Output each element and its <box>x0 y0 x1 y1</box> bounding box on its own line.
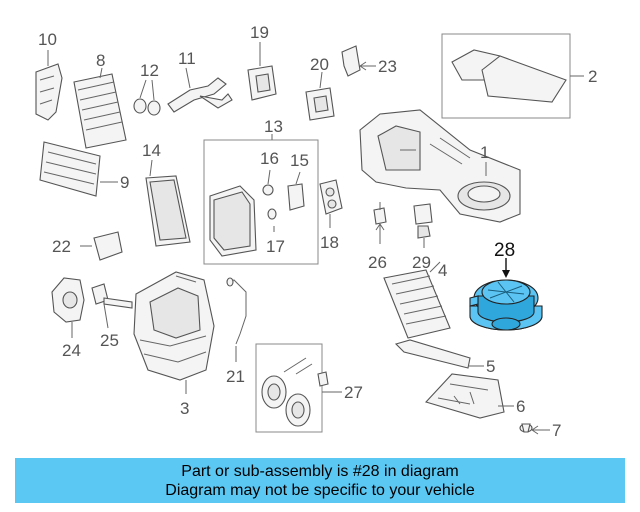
part-29-actuator <box>413 203 433 248</box>
part-25-sensor <box>91 283 133 329</box>
callout-28: 28 <box>494 240 515 261</box>
callout-7: 7 <box>552 421 561 440</box>
part-18-sensor <box>319 179 343 228</box>
callout-6: 6 <box>516 397 525 416</box>
callout-14: 14 <box>142 141 161 160</box>
callout-2: 2 <box>588 67 597 86</box>
part-11-tube <box>167 67 233 113</box>
part-22-resistor <box>80 231 123 261</box>
callout-21: 21 <box>226 367 245 386</box>
banner-line-1: Part or sub-assembly is #28 in diagram <box>181 463 459 480</box>
callout-3: 3 <box>180 399 189 418</box>
callout-9: 9 <box>120 173 129 192</box>
part-6-bracket-plate <box>424 373 514 419</box>
part-21-wire <box>226 277 247 362</box>
callout-8: 8 <box>96 51 105 70</box>
callout-4: 4 <box>438 261 447 280</box>
callout-5: 5 <box>486 357 495 376</box>
callout-11: 11 <box>178 49 196 68</box>
part-23-bracket <box>341 45 376 77</box>
part-26-fitting <box>373 202 387 244</box>
callout-1: 1 <box>480 143 489 162</box>
part-3-lower-housing <box>133 271 215 394</box>
callout-26: 26 <box>368 253 387 272</box>
callout-16: 16 <box>260 149 279 168</box>
part-4-cabin-filter <box>383 261 451 339</box>
part-10-bracket <box>35 50 63 121</box>
part-1-housing <box>359 109 521 223</box>
part-9-heater-core <box>39 141 118 197</box>
callout-10: 10 <box>38 30 57 49</box>
part-7-screw <box>519 423 550 435</box>
callout-29: 29 <box>412 253 431 272</box>
callout-25: 25 <box>100 331 119 350</box>
part-12-o-rings <box>133 79 161 116</box>
part-28-blower-motor <box>469 258 543 331</box>
part-8-evaporator <box>73 67 127 149</box>
banner-line-2: Diagram may not be specific to your vehi… <box>165 482 475 499</box>
callout-23: 23 <box>378 57 397 76</box>
callout-19: 19 <box>250 23 269 42</box>
callout-27: 27 <box>344 383 363 402</box>
part-14-filter-frame <box>145 159 191 247</box>
callout-12: 12 <box>140 61 159 80</box>
part-19-gasket <box>247 42 277 101</box>
callout-17: 17 <box>266 237 285 256</box>
callout-18: 18 <box>320 233 339 252</box>
callout-15: 15 <box>290 151 309 170</box>
part-5-duct <box>394 339 484 369</box>
info-banner: Part or sub-assembly is #28 in diagram D… <box>15 458 625 503</box>
part-20-gasket <box>305 71 335 121</box>
part-2-cover <box>441 33 584 119</box>
callout-20: 20 <box>310 55 329 74</box>
part-24-mount <box>51 277 85 338</box>
callout-13: 13 <box>264 117 283 136</box>
part-27-group <box>255 343 342 433</box>
callout-24: 24 <box>62 341 81 360</box>
parts-diagram: 10 8 12 11 19 20 23 <box>35 23 597 440</box>
callout-22: 22 <box>52 237 71 256</box>
part-13-group <box>203 134 319 265</box>
